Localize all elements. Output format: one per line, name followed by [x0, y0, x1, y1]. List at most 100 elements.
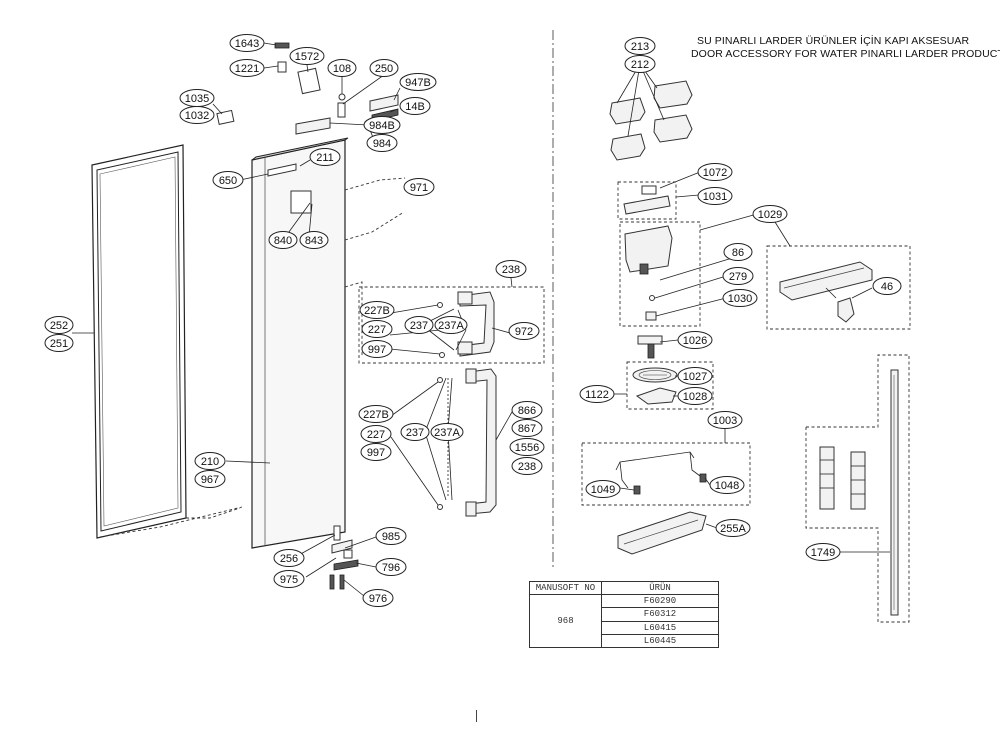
- callout-227-lower: 227: [360, 425, 392, 443]
- callout-251: 251: [44, 334, 74, 352]
- callout-1749: 1749: [805, 543, 841, 561]
- svg-text:1749: 1749: [811, 547, 835, 559]
- svg-text:252: 252: [50, 320, 68, 332]
- svg-text:1032: 1032: [185, 110, 209, 122]
- callout-1556: 1556: [509, 438, 545, 456]
- door-panel: [251, 137, 349, 549]
- callout-1572: 1572: [289, 47, 325, 65]
- callout-1032: 1032: [179, 106, 215, 124]
- callout-1221: 1221: [229, 59, 265, 77]
- svg-text:971: 971: [410, 182, 428, 194]
- table-row: L60445: [530, 633, 719, 648]
- callout-227-upper: 227: [361, 320, 393, 338]
- svg-text:997: 997: [368, 344, 386, 356]
- svg-text:1122: 1122: [585, 389, 609, 401]
- callout-227B-upper: 227B: [359, 301, 395, 319]
- callout-1030: 1030: [722, 289, 758, 307]
- part-1035: [216, 109, 235, 125]
- callout-975: 975: [273, 570, 305, 588]
- callout-252: 252: [44, 316, 74, 334]
- svg-text:947B: 947B: [405, 77, 431, 89]
- callout-1031: 1031: [697, 187, 733, 205]
- svg-text:650: 650: [219, 175, 237, 187]
- part-255A: [617, 511, 707, 555]
- door-guide-top: [344, 177, 406, 191]
- gasket-guide-bottom: [99, 506, 243, 538]
- table-header-code: MANUSOFT NO: [529, 580, 602, 596]
- table-cell-code: 968: [529, 594, 602, 648]
- svg-text:1072: 1072: [703, 167, 727, 179]
- svg-text:237A: 237A: [434, 427, 460, 439]
- svg-text:211: 211: [316, 152, 334, 164]
- screw-997-a: [439, 352, 445, 358]
- svg-text:1028: 1028: [683, 391, 707, 403]
- callout-840: 840: [268, 231, 298, 249]
- reference-table: MANUSOFT NO ÜRÜN 968 F60290 F60312 L6041…: [529, 580, 719, 648]
- part-1749-rail: [890, 369, 899, 616]
- part-86: [639, 263, 649, 275]
- callout-255A: 255A: [715, 519, 751, 537]
- callout-256: 256: [273, 549, 305, 567]
- svg-text:1572: 1572: [295, 51, 319, 63]
- callout-976: 976: [362, 589, 394, 607]
- callout-108: 108: [327, 59, 357, 77]
- callout-1643: 1643: [229, 34, 265, 52]
- svg-text:1049: 1049: [591, 484, 615, 496]
- callout-238-upper: 238: [495, 260, 527, 278]
- svg-text:1027: 1027: [683, 371, 707, 383]
- header-title-tr: SU PINARLI LARDER ÜRÜNLER İÇİN KAPI AKSE…: [697, 35, 970, 47]
- part-250: [337, 102, 346, 118]
- callout-250: 250: [369, 59, 399, 77]
- callout-213: 213: [624, 37, 656, 55]
- part-1026: [637, 335, 663, 359]
- svg-text:796: 796: [382, 562, 400, 574]
- svg-text:1030: 1030: [728, 293, 752, 305]
- callout-843: 843: [299, 231, 329, 249]
- callout-867: 867: [511, 419, 543, 437]
- callout-866: 866: [511, 401, 543, 419]
- part-984B: [295, 117, 331, 135]
- part-1029: [779, 261, 873, 301]
- part-279: [649, 295, 655, 301]
- callout-46: 46: [872, 277, 902, 295]
- callout-1072: 1072: [697, 163, 733, 181]
- callout-984: 984: [366, 134, 398, 152]
- svg-text:1221: 1221: [235, 63, 259, 75]
- callout-985: 985: [375, 527, 407, 545]
- svg-text:227B: 227B: [364, 305, 390, 317]
- callout-1048: 1048: [709, 476, 745, 494]
- svg-text:86: 86: [732, 247, 744, 259]
- callout-86: 86: [723, 243, 753, 261]
- table-cell-product: F60312: [601, 607, 719, 622]
- svg-text:1026: 1026: [683, 335, 707, 347]
- table-cell-product: L60415: [601, 620, 719, 635]
- callout-212: 212: [624, 55, 656, 73]
- callout-972: 972: [508, 322, 540, 340]
- callout-947B: 947B: [399, 73, 437, 91]
- part-1027: [632, 367, 678, 383]
- callout-238-lower: 238: [511, 457, 543, 475]
- svg-text:866: 866: [518, 405, 536, 417]
- svg-text:279: 279: [729, 271, 747, 283]
- screw-227B-b: [437, 377, 443, 383]
- callout-227B-lower: 227B: [358, 405, 394, 423]
- callout-650: 650: [212, 171, 244, 189]
- callout-237A-lower: 237A: [430, 423, 464, 441]
- callout-997-upper: 997: [361, 340, 393, 358]
- svg-text:212: 212: [631, 59, 649, 71]
- callout-967: 967: [194, 470, 226, 488]
- part-108: [338, 93, 346, 101]
- svg-text:250: 250: [375, 63, 393, 75]
- svg-text:255A: 255A: [720, 523, 746, 535]
- callout-bubbles: 1643 1221 1572 108 250 947B 14B 984B 984…: [44, 34, 902, 607]
- part-1028: [635, 387, 677, 405]
- svg-text:213: 213: [631, 41, 649, 53]
- svg-text:985: 985: [382, 531, 400, 543]
- svg-text:227: 227: [368, 324, 386, 336]
- screw-227B-a: [437, 302, 443, 308]
- callout-1029: 1029: [752, 205, 788, 223]
- svg-text:46: 46: [881, 281, 893, 293]
- part-46: [825, 287, 855, 323]
- callout-1035: 1035: [179, 89, 215, 107]
- part-1003-wire: [615, 451, 707, 495]
